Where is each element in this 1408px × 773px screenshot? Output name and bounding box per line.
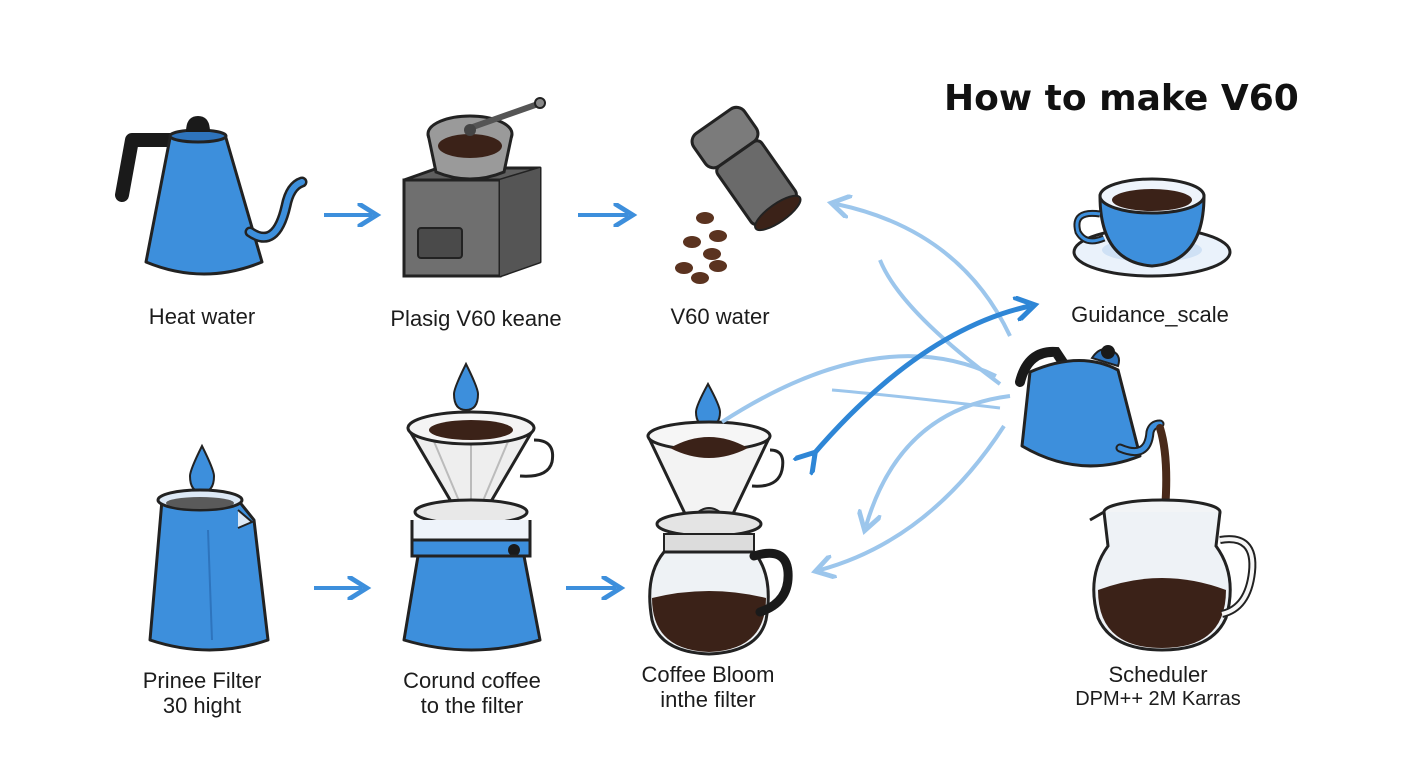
- step-label-scheduler: Scheduler DPM++ 2M Karras: [1075, 662, 1241, 710]
- step-label-grind: Plasig V60 keane: [390, 306, 562, 331]
- step-label-guidance: Guidance_scale: [1071, 302, 1229, 327]
- bean-canister-icon: [675, 105, 802, 284]
- cup-icon: [1072, 177, 1232, 278]
- step-label-v60-water: V60 water: [670, 304, 770, 329]
- flow-arrows: [314, 215, 628, 588]
- carafe-icon: [1089, 498, 1257, 652]
- step-label-bloom: Coffee Bloom inthe filter: [641, 662, 775, 712]
- step-label-ground-coffee: Corund coffee to the filter: [403, 668, 541, 718]
- step-label-heat-water: Heat water: [148, 304, 256, 329]
- page-title: How to make V60: [944, 78, 1299, 119]
- bloom-carafe-icon: [646, 381, 793, 656]
- filter-pot-icon: [148, 443, 270, 652]
- curved-arrows: [720, 204, 1030, 570]
- kettle-icon: [115, 116, 308, 276]
- dripper-server-icon: [402, 361, 555, 652]
- step-label-prinee-filter: Prinee Filter 30 hight: [142, 668, 262, 718]
- grinder-icon: [402, 97, 546, 278]
